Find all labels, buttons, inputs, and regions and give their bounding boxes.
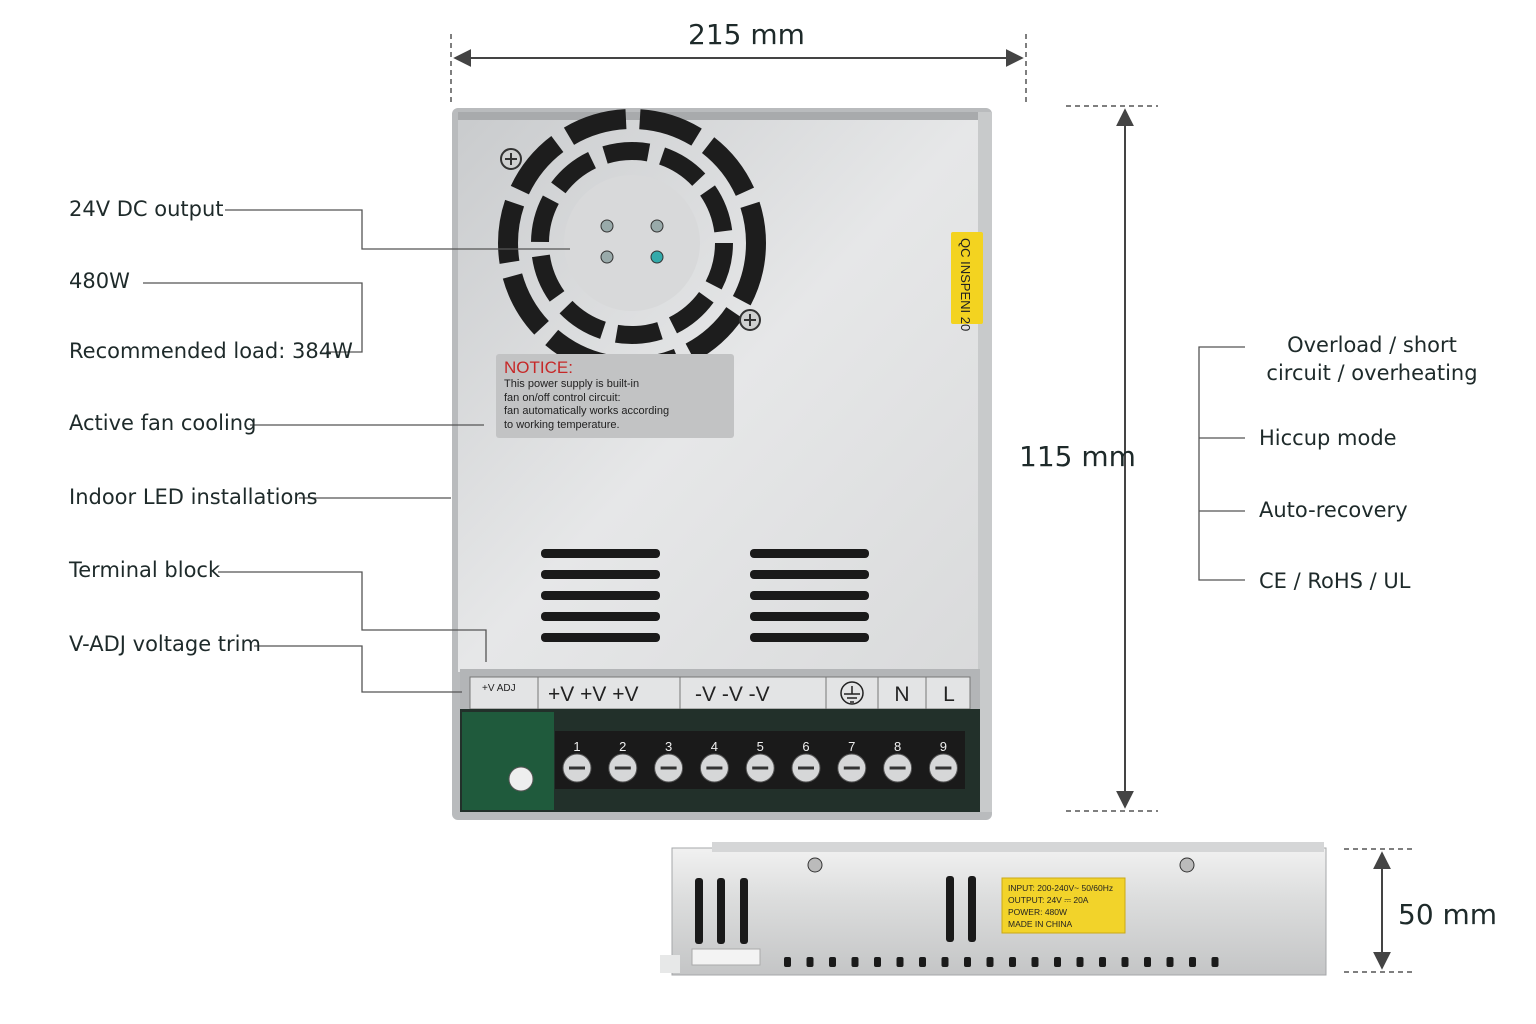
- terminal-number: 8: [894, 739, 901, 754]
- notice-plate: [496, 354, 734, 438]
- terminal-group-label: L: [943, 683, 955, 706]
- vent-slots: [541, 549, 869, 642]
- notice-line: fan automatically works according: [504, 405, 669, 417]
- screw-icon: [739, 309, 761, 331]
- terminal-group-label: -V -V -V: [695, 683, 770, 706]
- side-vent-hole: [1166, 957, 1174, 967]
- side-vent-hole: [1009, 957, 1016, 967]
- side-vent-hole: [829, 957, 836, 967]
- barcode: [691, 948, 761, 966]
- terminal-number: 6: [802, 739, 809, 754]
- label-certifications: CE / RoHS / UL: [1259, 569, 1411, 593]
- label-auto-recovery: Auto-recovery: [1259, 498, 1408, 522]
- label-fan-cooling: Active fan cooling: [69, 411, 257, 435]
- label-protection: Overload / short circuit / overheating: [1266, 333, 1478, 385]
- width-dimension: [450, 34, 1027, 104]
- terminal-screws: 1 2 3 4 5 6 7 8 9: [562, 739, 958, 783]
- terminal-number: 2: [619, 739, 626, 754]
- terminal-number: 5: [757, 739, 764, 754]
- label-power: 480W: [69, 269, 130, 293]
- label-recommended-load: Recommended load: 384W: [69, 339, 353, 363]
- screw-icon: [500, 148, 522, 170]
- side-vent-hole: [1054, 957, 1061, 967]
- label-hiccup: Hiccup mode: [1259, 426, 1397, 450]
- qc-sticker: [951, 232, 983, 324]
- power-supply-top-view: NOTICE: This power supply is built-in fa…: [452, 108, 992, 820]
- side-vent-hole: [964, 957, 971, 967]
- terminal-group-label: +V +V +V: [548, 683, 638, 706]
- side-vent-hole: [1031, 957, 1039, 967]
- terminal-number: 1: [573, 739, 580, 754]
- terminal-number: 3: [665, 739, 672, 754]
- power-supply-side-view: INPUT: 200-240V~ 50/60Hz OUTPUT: 24V ⎓ 2…: [660, 842, 1327, 976]
- height-label: 115 mm: [1019, 440, 1136, 473]
- height-dimension: [1066, 105, 1158, 812]
- side-vent-hole: [1076, 957, 1084, 967]
- spec-line: OUTPUT: 24V ⎓ 20A: [1008, 895, 1089, 905]
- width-label: 215 mm: [688, 18, 805, 51]
- label-indoor-led: Indoor LED installations: [69, 485, 318, 509]
- side-vent-hole: [1211, 957, 1219, 967]
- side-vent-hole: [1121, 957, 1129, 967]
- spec-line: POWER: 480W: [1008, 907, 1067, 917]
- label-vadj: V-ADJ voltage trim: [69, 632, 261, 656]
- side-vent-hole: [874, 957, 881, 967]
- terminal-group-label: N: [894, 683, 909, 706]
- side-vent-hole: [1099, 957, 1106, 967]
- vadj-potentiometer: [508, 766, 534, 792]
- depth-dimension: [1344, 848, 1416, 973]
- notice-title: NOTICE:: [504, 358, 573, 377]
- label-terminal-block: Terminal block: [69, 558, 221, 582]
- pcb: [462, 712, 554, 810]
- notice-line: fan on/off control circuit:: [504, 392, 621, 404]
- notice-line: This power supply is built-in: [504, 378, 639, 390]
- vadj-label: +V ADJ: [482, 683, 516, 694]
- side-vent-hole: [1189, 957, 1196, 967]
- side-vent-hole: [941, 957, 949, 967]
- side-vent-hole: [851, 957, 859, 967]
- side-vent-hole: [806, 957, 814, 967]
- ground-icon: [840, 681, 864, 705]
- side-vent-hole: [896, 957, 904, 967]
- spec-label: [1001, 877, 1126, 934]
- spec-line: INPUT: 200-240V~ 50/60Hz: [1008, 883, 1113, 893]
- depth-label: 50 mm: [1398, 898, 1498, 931]
- side-vent-hole: [986, 957, 994, 967]
- terminal-number: 4: [711, 739, 718, 754]
- right-bracket-lines: [1198, 346, 1245, 581]
- side-vent-hole: [784, 957, 791, 967]
- terminal-number: 7: [848, 739, 855, 754]
- terminal-number: 9: [940, 739, 947, 754]
- notice-line: to working temperature.: [504, 419, 620, 431]
- side-vent-hole: [1144, 957, 1151, 967]
- label-output: 24V DC output: [69, 197, 224, 221]
- left-leader-lines: [143, 209, 570, 693]
- qc-sticker-text: QC INSPENI 20: [958, 238, 973, 331]
- side-vent-hole: [919, 957, 926, 967]
- spec-line: MADE IN CHINA: [1008, 919, 1073, 929]
